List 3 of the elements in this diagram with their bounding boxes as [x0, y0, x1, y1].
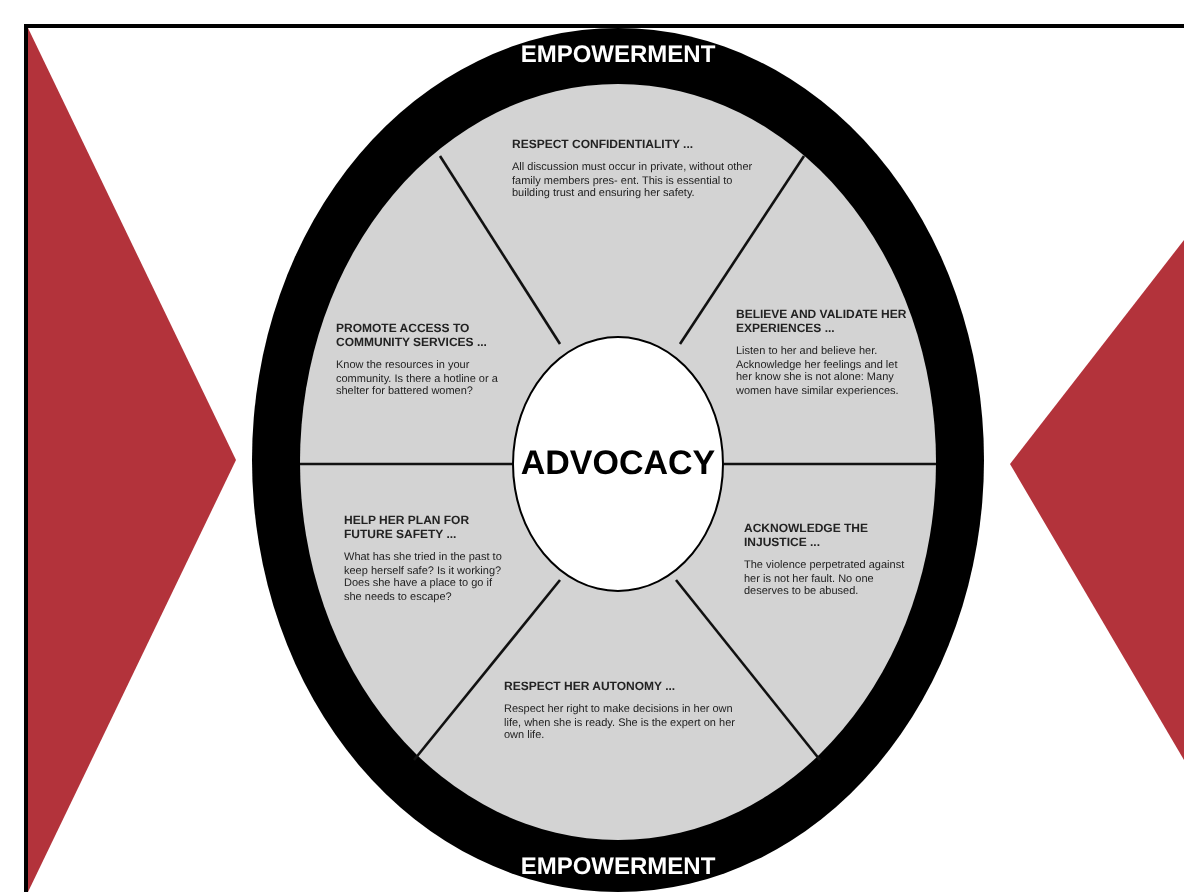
center-label: ADVOCACY	[520, 442, 716, 487]
ring-label: EMPOWERMENT	[520, 852, 716, 880]
ring-label: EMPOWERMENT	[520, 40, 716, 68]
